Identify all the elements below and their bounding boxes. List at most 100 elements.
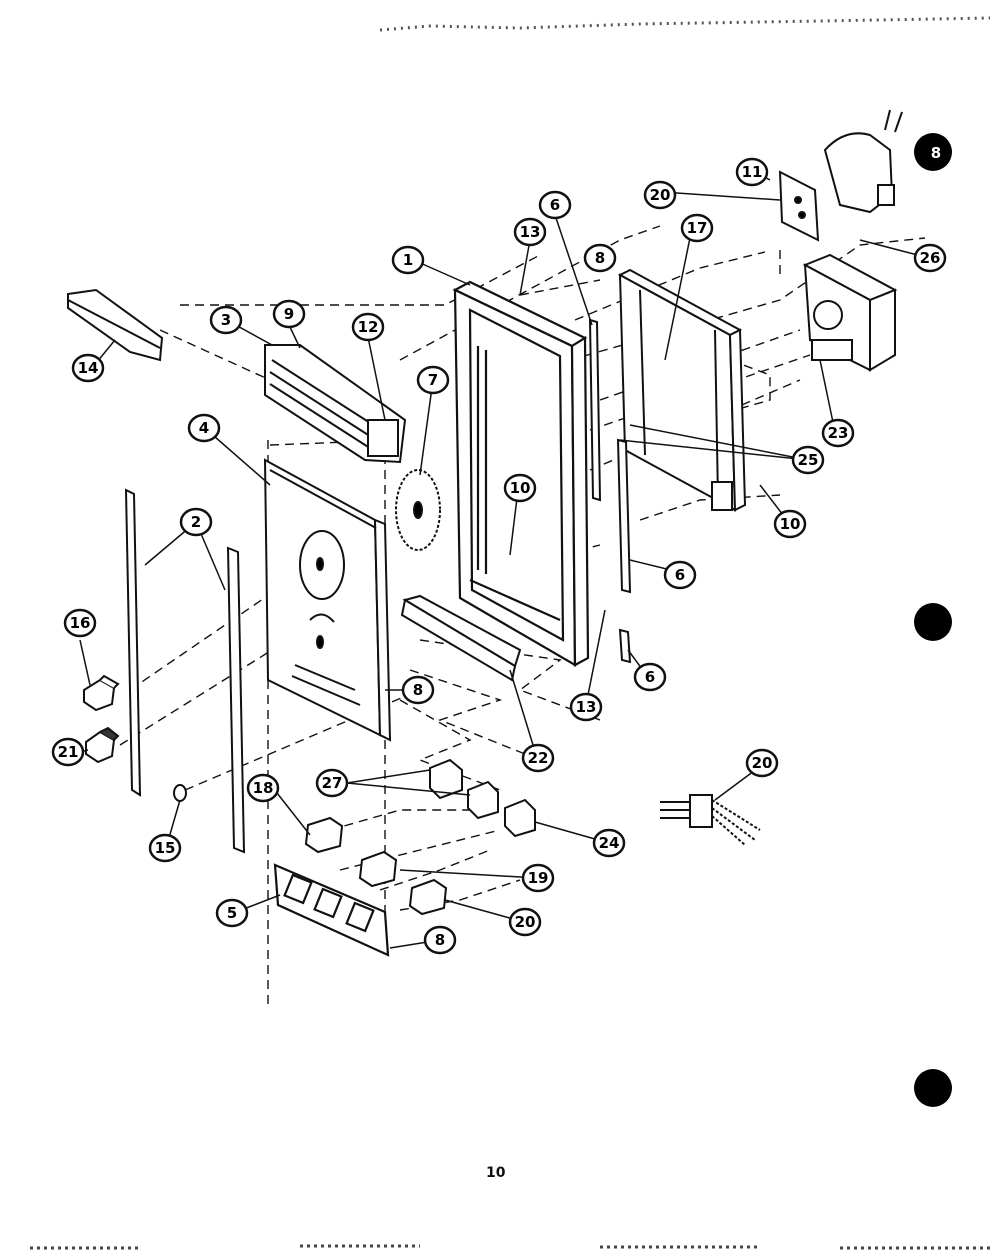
callout-12-label: 12 bbox=[358, 318, 379, 336]
callout-3-label: 3 bbox=[221, 311, 231, 329]
callout-10-frame-label: 10 bbox=[510, 479, 531, 497]
callout-18-label: 18 bbox=[253, 779, 274, 797]
callout-20-plate: 20 bbox=[643, 180, 677, 210]
part-18-button bbox=[304, 816, 344, 854]
callout-1: 1 bbox=[391, 245, 425, 275]
callout-25: 25 bbox=[791, 445, 825, 475]
part-1-dispenser-frame bbox=[452, 280, 590, 667]
callout-24-label: 24 bbox=[599, 834, 620, 852]
callout-8-housing-label: 8 bbox=[595, 249, 605, 267]
callout-19: 19 bbox=[521, 863, 555, 893]
part-6-clip bbox=[618, 628, 632, 664]
callout-24: 24 bbox=[592, 828, 626, 858]
part-5-button-bezel bbox=[273, 863, 390, 957]
callout-23-label: 23 bbox=[828, 424, 849, 442]
callout-25-label: 25 bbox=[798, 451, 819, 469]
part-2-trim-strip-left bbox=[124, 488, 142, 797]
callout-6-bottom-label: 6 bbox=[645, 668, 655, 686]
callout-4-label: 4 bbox=[199, 419, 209, 437]
callout-8-panel-label: 8 bbox=[413, 681, 423, 699]
callout-19-label: 19 bbox=[528, 869, 549, 887]
page-number: 10 bbox=[486, 1165, 506, 1181]
part-21-knob bbox=[85, 726, 120, 764]
callout-6-bottom: 6 bbox=[633, 662, 667, 692]
callout-26-label: 26 bbox=[920, 249, 941, 267]
callout-20-connector: 20 bbox=[745, 748, 779, 778]
callout-27: 27 bbox=[315, 768, 349, 798]
callout-6-top-label: 6 bbox=[550, 196, 560, 214]
binder-hole-top bbox=[914, 133, 952, 171]
scan-noise-bottom bbox=[30, 1244, 990, 1250]
part-15-spring bbox=[173, 784, 187, 802]
part-27-switch-b bbox=[467, 780, 499, 820]
callout-20-plate-label: 20 bbox=[650, 186, 671, 204]
callout-27-label: 27 bbox=[322, 774, 343, 792]
callout-6-middle: 6 bbox=[663, 560, 697, 590]
callout-4: 4 bbox=[187, 413, 221, 443]
callout-9: 9 bbox=[272, 299, 306, 329]
callout-8-housing: 8 bbox=[583, 243, 617, 273]
part-6-lower-rod bbox=[616, 438, 632, 594]
callout-8-panel: 8 bbox=[401, 675, 435, 705]
callout-13-top-label: 13 bbox=[520, 223, 541, 241]
part-23-motor-housing bbox=[802, 253, 898, 372]
callout-6-middle-label: 6 bbox=[675, 566, 685, 584]
callout-5: 5 bbox=[215, 898, 249, 928]
part-28-wire-connector bbox=[660, 794, 761, 846]
callout-5-label: 5 bbox=[227, 904, 237, 922]
callout-15: 15 bbox=[148, 833, 182, 863]
callout-20-button: 20 bbox=[508, 907, 542, 937]
part-2-trim-strip-right bbox=[226, 546, 246, 854]
part-19-button bbox=[358, 850, 398, 888]
callout-1-label: 1 bbox=[403, 251, 413, 269]
callout-10-rear: 10 bbox=[773, 509, 807, 539]
callout-14: 14 bbox=[71, 353, 105, 383]
part-14-trim-bracket bbox=[67, 288, 164, 362]
callout-17: 17 bbox=[680, 213, 714, 243]
part-24-switch bbox=[504, 798, 536, 838]
callout-6-top: 6 bbox=[538, 190, 572, 220]
part-22-bottom-bracket bbox=[400, 594, 522, 682]
callout-26: 26 bbox=[913, 243, 947, 273]
callout-20-connector-label: 20 bbox=[752, 754, 773, 772]
callout-3: 3 bbox=[209, 305, 243, 335]
part-20-mounting-plate bbox=[778, 170, 820, 242]
part-3-9-top-housing bbox=[264, 344, 407, 464]
part-7-gear-disk bbox=[395, 469, 441, 551]
part-11-motor bbox=[823, 109, 903, 214]
part-16-knob bbox=[83, 674, 120, 712]
part-6-rod bbox=[588, 318, 602, 502]
scan-noise-top bbox=[379, 16, 991, 32]
callout-13-bottom-label: 13 bbox=[576, 698, 597, 716]
callout-9-label: 9 bbox=[284, 305, 294, 323]
part-17-rear-housing bbox=[617, 268, 747, 512]
callout-22-label: 22 bbox=[528, 749, 549, 767]
callout-7-label: 7 bbox=[428, 371, 438, 389]
binder-hole-bottom bbox=[914, 1069, 952, 1107]
callout-11-label: 11 bbox=[742, 163, 763, 181]
callout-15-label: 15 bbox=[155, 839, 176, 857]
callout-2: 2 bbox=[179, 507, 213, 537]
callout-7: 7 bbox=[416, 365, 450, 395]
part-20-button bbox=[408, 878, 448, 916]
callout-8-bezel-label: 8 bbox=[435, 931, 445, 949]
callout-14-label: 14 bbox=[78, 359, 99, 377]
callout-10-rear-label: 10 bbox=[780, 515, 801, 533]
binder-hole-middle bbox=[914, 603, 952, 641]
callout-8-motor: 8 bbox=[931, 144, 941, 162]
callout-13-bottom: 13 bbox=[569, 692, 603, 722]
callout-12: 12 bbox=[351, 312, 385, 342]
callout-18: 18 bbox=[246, 773, 280, 803]
callout-22: 22 bbox=[521, 743, 555, 773]
callout-20-button-label: 20 bbox=[515, 913, 536, 931]
callout-8-motor-label: 8 bbox=[931, 144, 941, 162]
callout-2-label: 2 bbox=[191, 513, 201, 531]
callout-16: 16 bbox=[63, 608, 97, 638]
part-4-dispenser-front-panel bbox=[263, 458, 392, 742]
part-27-switch-a bbox=[429, 758, 463, 800]
callout-11: 11 bbox=[735, 157, 769, 187]
callout-16-label: 16 bbox=[70, 614, 91, 632]
callout-13-top: 13 bbox=[513, 217, 547, 247]
callout-10-frame: 10 bbox=[503, 473, 537, 503]
